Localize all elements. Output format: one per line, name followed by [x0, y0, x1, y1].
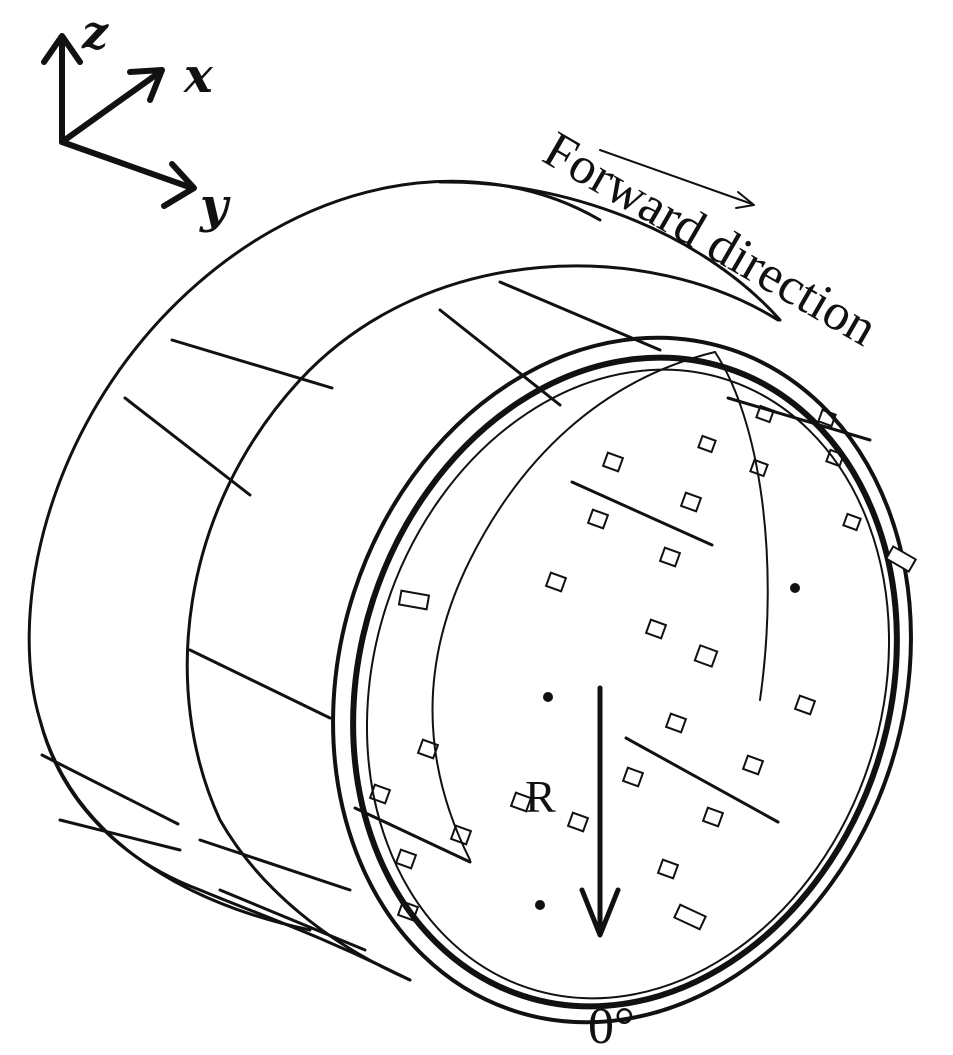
- bolt-pocket: [679, 491, 703, 513]
- connector-right: [884, 545, 918, 573]
- segment-joints: [40, 280, 662, 952]
- x-axis-label: x: [183, 48, 214, 104]
- bolt-pocket: [544, 571, 568, 593]
- bolt-pocket: [601, 451, 625, 473]
- ring-outer-shell: [27, 179, 782, 982]
- measurement-points: [535, 583, 800, 910]
- bolt-pocket: [817, 408, 837, 428]
- bolt-pocket: [793, 694, 817, 716]
- bolt-pocket: [396, 900, 420, 922]
- bolt-pocket: [394, 848, 418, 870]
- zero-degree-label: 0°: [588, 998, 635, 1055]
- forward-direction-label: Forward direction: [534, 121, 886, 357]
- bolt-pocket: [621, 766, 645, 788]
- radius-label: R: [525, 771, 556, 822]
- ring-interior: [353, 351, 872, 864]
- connector-bottom: [673, 903, 707, 931]
- bolt-pocket: [842, 512, 862, 532]
- bolt-pocket: [749, 458, 769, 478]
- bolt-pockets: [368, 404, 862, 922]
- forward-direction-indicator: Forward direction: [534, 121, 886, 357]
- bolt-pocket: [755, 404, 775, 424]
- bolt-pocket: [658, 546, 682, 568]
- front-ring: [331, 335, 913, 1025]
- bolt-pocket: [664, 712, 688, 734]
- bolt-pocket: [701, 806, 725, 828]
- bolt-pocket: [368, 783, 392, 805]
- measurement-point: [790, 583, 800, 593]
- bolt-pocket: [509, 791, 533, 813]
- ring-connectors: [397, 545, 918, 931]
- bolt-pocket: [566, 811, 590, 833]
- y-axis-label: y: [199, 178, 231, 234]
- measurement-point: [535, 900, 545, 910]
- bolt-pocket: [449, 824, 473, 846]
- connector-left: [397, 589, 431, 611]
- bolt-pocket: [644, 618, 668, 640]
- bolt-pocket: [697, 434, 717, 454]
- bolt-pocket: [586, 508, 610, 530]
- measurement-point: [543, 692, 553, 702]
- radius-indicator: R: [525, 685, 621, 938]
- bolt-pocket: [656, 858, 680, 880]
- z-axis-label: z: [81, 5, 109, 59]
- bolt-pocket: [741, 754, 765, 776]
- bolt-pocket: [416, 738, 440, 760]
- coordinate-axes: z x y: [41, 5, 231, 234]
- bolt-pocket: [693, 644, 719, 668]
- bolt-pocket: [825, 448, 845, 468]
